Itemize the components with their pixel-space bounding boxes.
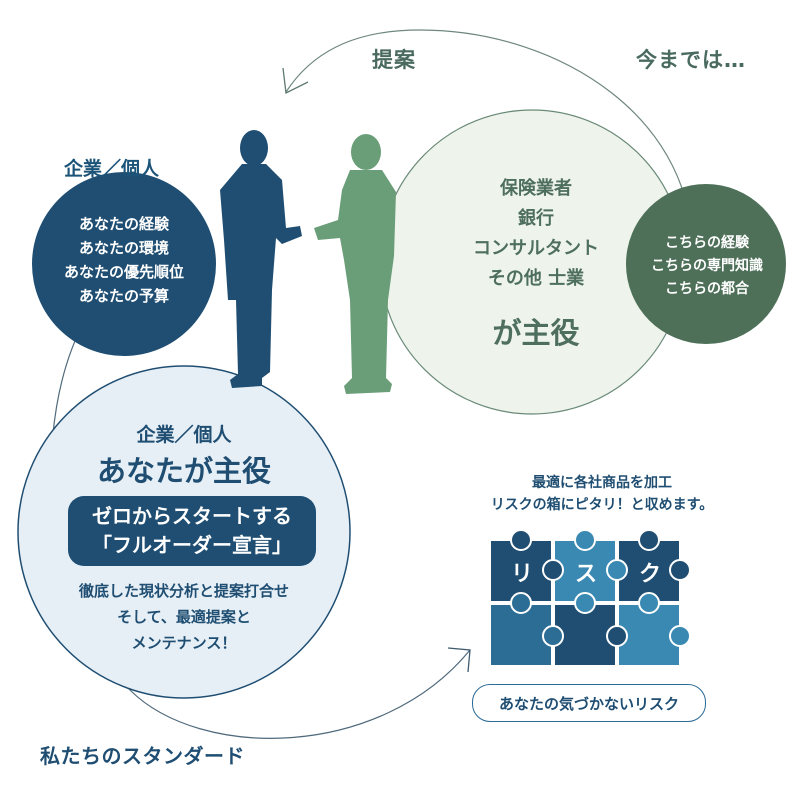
puzzle-piece bbox=[553, 603, 617, 667]
green-businessman-icon bbox=[314, 134, 396, 394]
main-lines: 徹底した現状分析と提案打合せ そして、最適提案と メンテナンス！ bbox=[34, 578, 334, 656]
provider-side-item: こちらの専門知識 bbox=[651, 258, 763, 274]
client-items: あなたの経験 あなたの環境 あなたの優先順位 あなたの予算 bbox=[34, 212, 214, 308]
risk-caption-line: 最適に各社商品を加工 bbox=[532, 475, 672, 491]
client-item: あなたの環境 bbox=[78, 239, 169, 257]
main-label: 企業／個人 bbox=[136, 424, 232, 446]
provider-side-item: こちらの経験 bbox=[665, 235, 749, 251]
main-lead: あなたが主役 bbox=[96, 454, 271, 488]
provider-side-items: こちらの経験 こちらの専門知識 こちらの都合 bbox=[636, 232, 778, 301]
client-circle bbox=[32, 172, 216, 356]
declaration-line: ゼロからスタートする bbox=[92, 504, 292, 528]
cycle-arrow-bottom-head bbox=[447, 647, 471, 673]
puzzle-letter: ク bbox=[639, 562, 662, 587]
puzzle-piece bbox=[489, 603, 553, 667]
provider-side-circle bbox=[626, 184, 786, 344]
risk-caption-line: リスクの箱にピタリ！と収めます。 bbox=[490, 497, 714, 513]
client-item: あなたの予算 bbox=[78, 287, 169, 305]
declaration-line: 「フルオーダー宣言」 bbox=[92, 533, 292, 557]
puzzle-letter: ス bbox=[575, 562, 598, 587]
provider-item: 銀行 bbox=[518, 208, 554, 229]
until-now-label: 今までは… bbox=[636, 48, 746, 72]
provider-side-item: こちらの都合 bbox=[665, 281, 749, 297]
navy-businessman-icon bbox=[220, 130, 302, 388]
standard-label: 私たちのスタンダード bbox=[40, 744, 245, 768]
hidden-risk-badge: あなたの気づかないリスク bbox=[472, 684, 706, 722]
proposal-label: 提案 bbox=[372, 48, 416, 72]
client-item: あなたの経験 bbox=[78, 215, 169, 233]
main-line: そして、最適提案と bbox=[117, 608, 251, 626]
client-label: 企業／個人 bbox=[64, 158, 160, 180]
risk-puzzle bbox=[489, 529, 691, 667]
provider-item: コンサルタント bbox=[473, 238, 599, 259]
main-line: 徹底した現状分析と提案打合せ bbox=[78, 582, 289, 600]
puzzle-letter: リ bbox=[511, 562, 534, 587]
full-order-declaration: ゼロからスタートする 「フルオーダー宣言」 bbox=[68, 496, 316, 566]
client-item: あなたの優先順位 bbox=[63, 263, 184, 281]
main-line: メンテナンス！ bbox=[131, 634, 237, 652]
risk-caption: 最適に各社商品を加工 リスクの箱にピタリ！と収めます。 bbox=[452, 472, 752, 516]
cycle-arrow-top-head bbox=[282, 67, 309, 94]
provider-item: その他 士業 bbox=[487, 268, 585, 289]
cycle-arrow-top bbox=[285, 29, 693, 263]
providers-list: 保険業者 銀行 コンサルタント その他 士業 bbox=[436, 174, 636, 294]
providers-lead: が主役 bbox=[492, 316, 580, 350]
provider-item: 保険業者 bbox=[500, 178, 572, 199]
